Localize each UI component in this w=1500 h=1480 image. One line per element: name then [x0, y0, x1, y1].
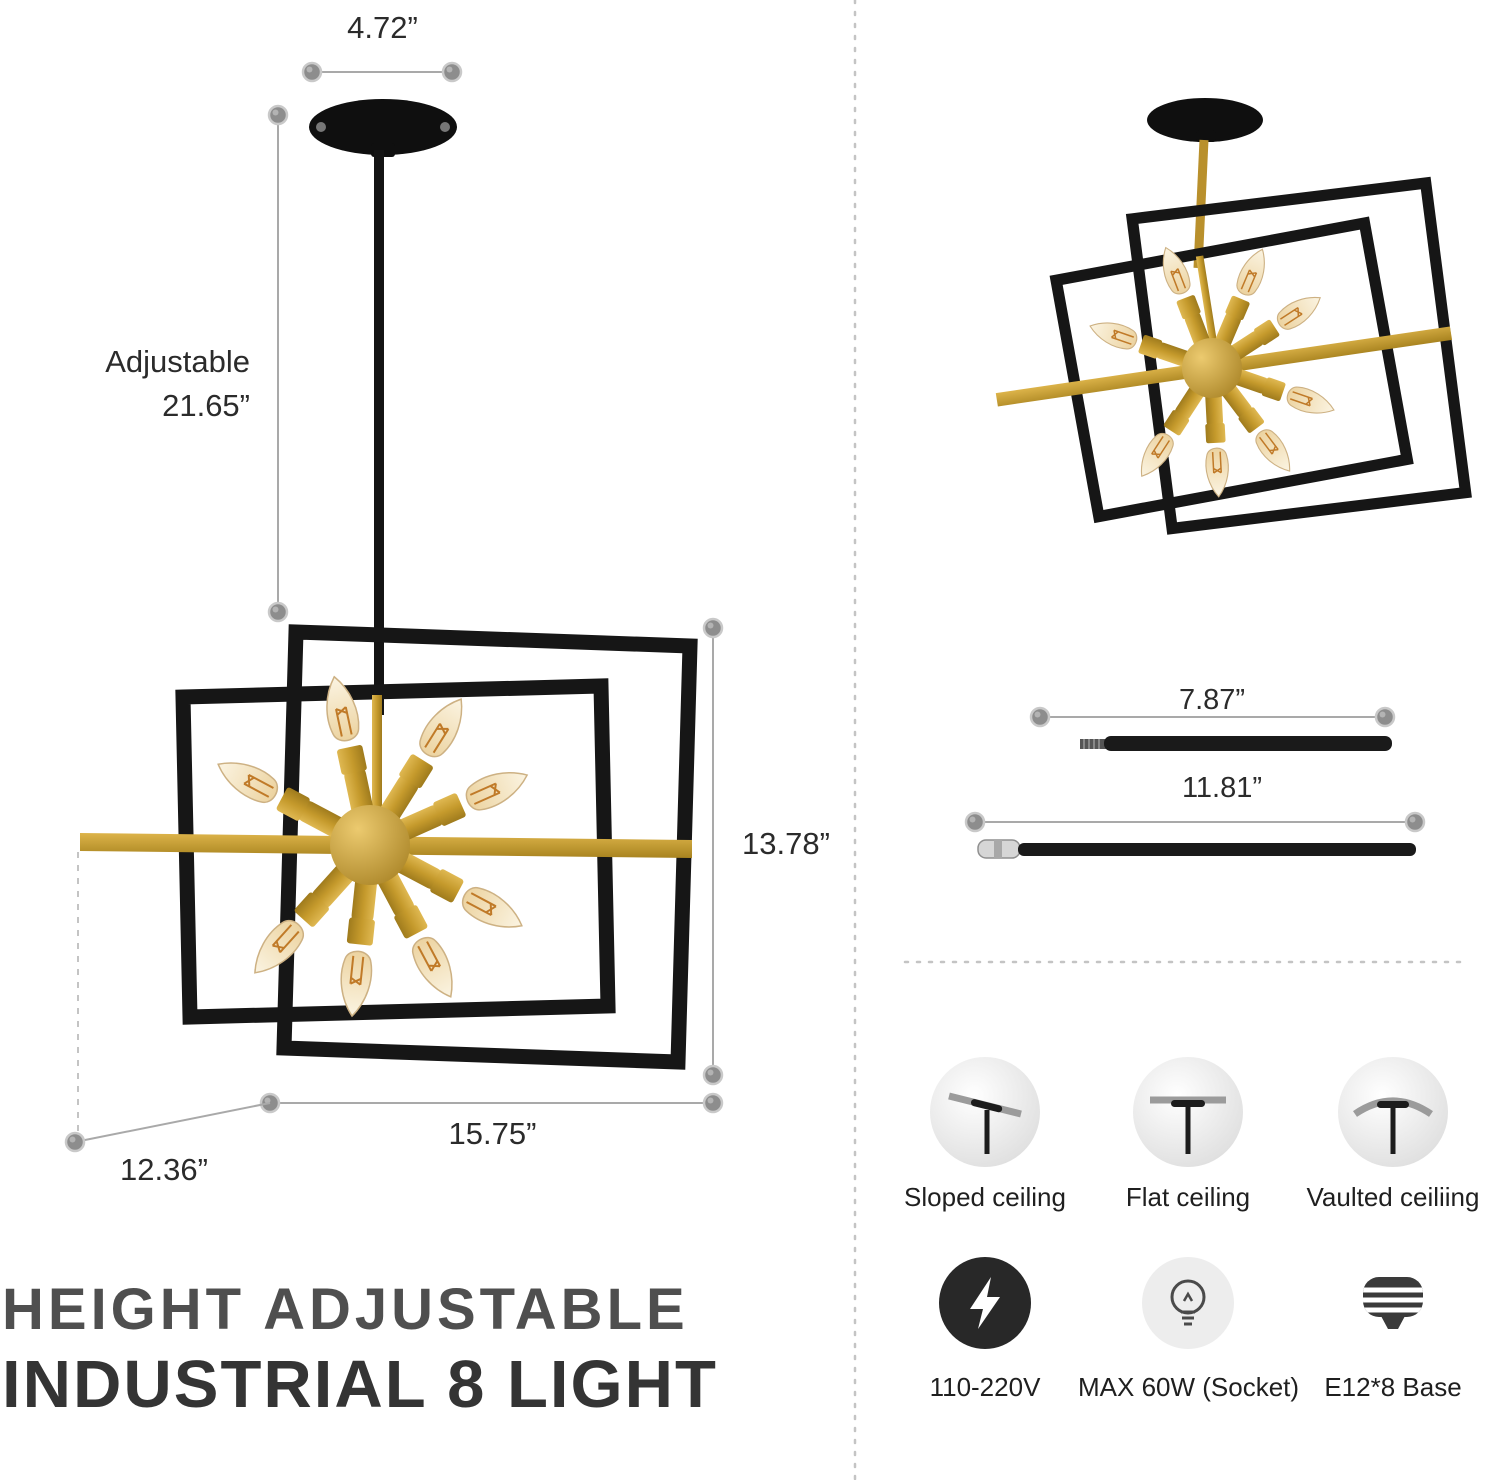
long-rod-dimension-line — [964, 811, 1426, 833]
headline-line2: INDUSTRIAL 8 LIGHT — [2, 1347, 718, 1422]
long-rod-dimension: 11.81” — [1181, 772, 1263, 804]
chandelier-front-view — [80, 632, 692, 1062]
spec-label-wattage: MAX 60W (Socket) — [1078, 1372, 1300, 1402]
adjustable-label: Adjustable — [105, 344, 250, 379]
downrod — [374, 150, 384, 715]
headline-line1: HEIGHT ADJUSTABLE — [2, 1277, 689, 1342]
adjustable-dimension-line — [267, 104, 289, 623]
spec-label-base: E12*8 Base — [1324, 1372, 1462, 1402]
fixture-depth-dimension: 12.36” — [120, 1152, 208, 1187]
fixture-width-dimension: 15.75” — [448, 1116, 537, 1151]
mount-label-flat: Flat ceiling — [1125, 1182, 1251, 1212]
sloped-ceiling-icon — [930, 1057, 1040, 1167]
chandelier-angled-view — [972, 172, 1476, 562]
spec-label-voltage: 110-220V — [929, 1372, 1041, 1402]
ceiling-canopy-angled — [1147, 98, 1263, 269]
canopy-dimension-line — [301, 61, 463, 83]
flat-ceiling-icon — [1133, 1057, 1243, 1167]
mount-label-sloped: Sloped ceiling — [904, 1182, 1066, 1212]
socket-base-icon — [1363, 1277, 1423, 1329]
short-downrod — [1080, 736, 1392, 751]
bulb-wattage-icon — [1142, 1257, 1234, 1349]
vaulted-ceiling-icon — [1338, 1057, 1448, 1167]
width-dimension-line — [259, 1092, 724, 1114]
voltage-icon — [939, 1257, 1031, 1349]
height-dimension-line — [702, 617, 724, 1086]
mount-label-vaulted: Vaulted ceiliing — [1306, 1182, 1480, 1212]
short-rod-dimension: 7.87” — [1178, 684, 1246, 716]
canopy-width-dimension: 4.72” — [347, 10, 418, 45]
short-rod-dimension-line — [1029, 706, 1396, 728]
depth-dimension-line — [64, 852, 271, 1153]
fixture-height-dimension: 13.78” — [742, 826, 830, 861]
long-downrod — [977, 839, 1416, 859]
ceiling-canopy — [309, 99, 457, 157]
adjustable-height-dimension: 21.65” — [162, 388, 250, 423]
